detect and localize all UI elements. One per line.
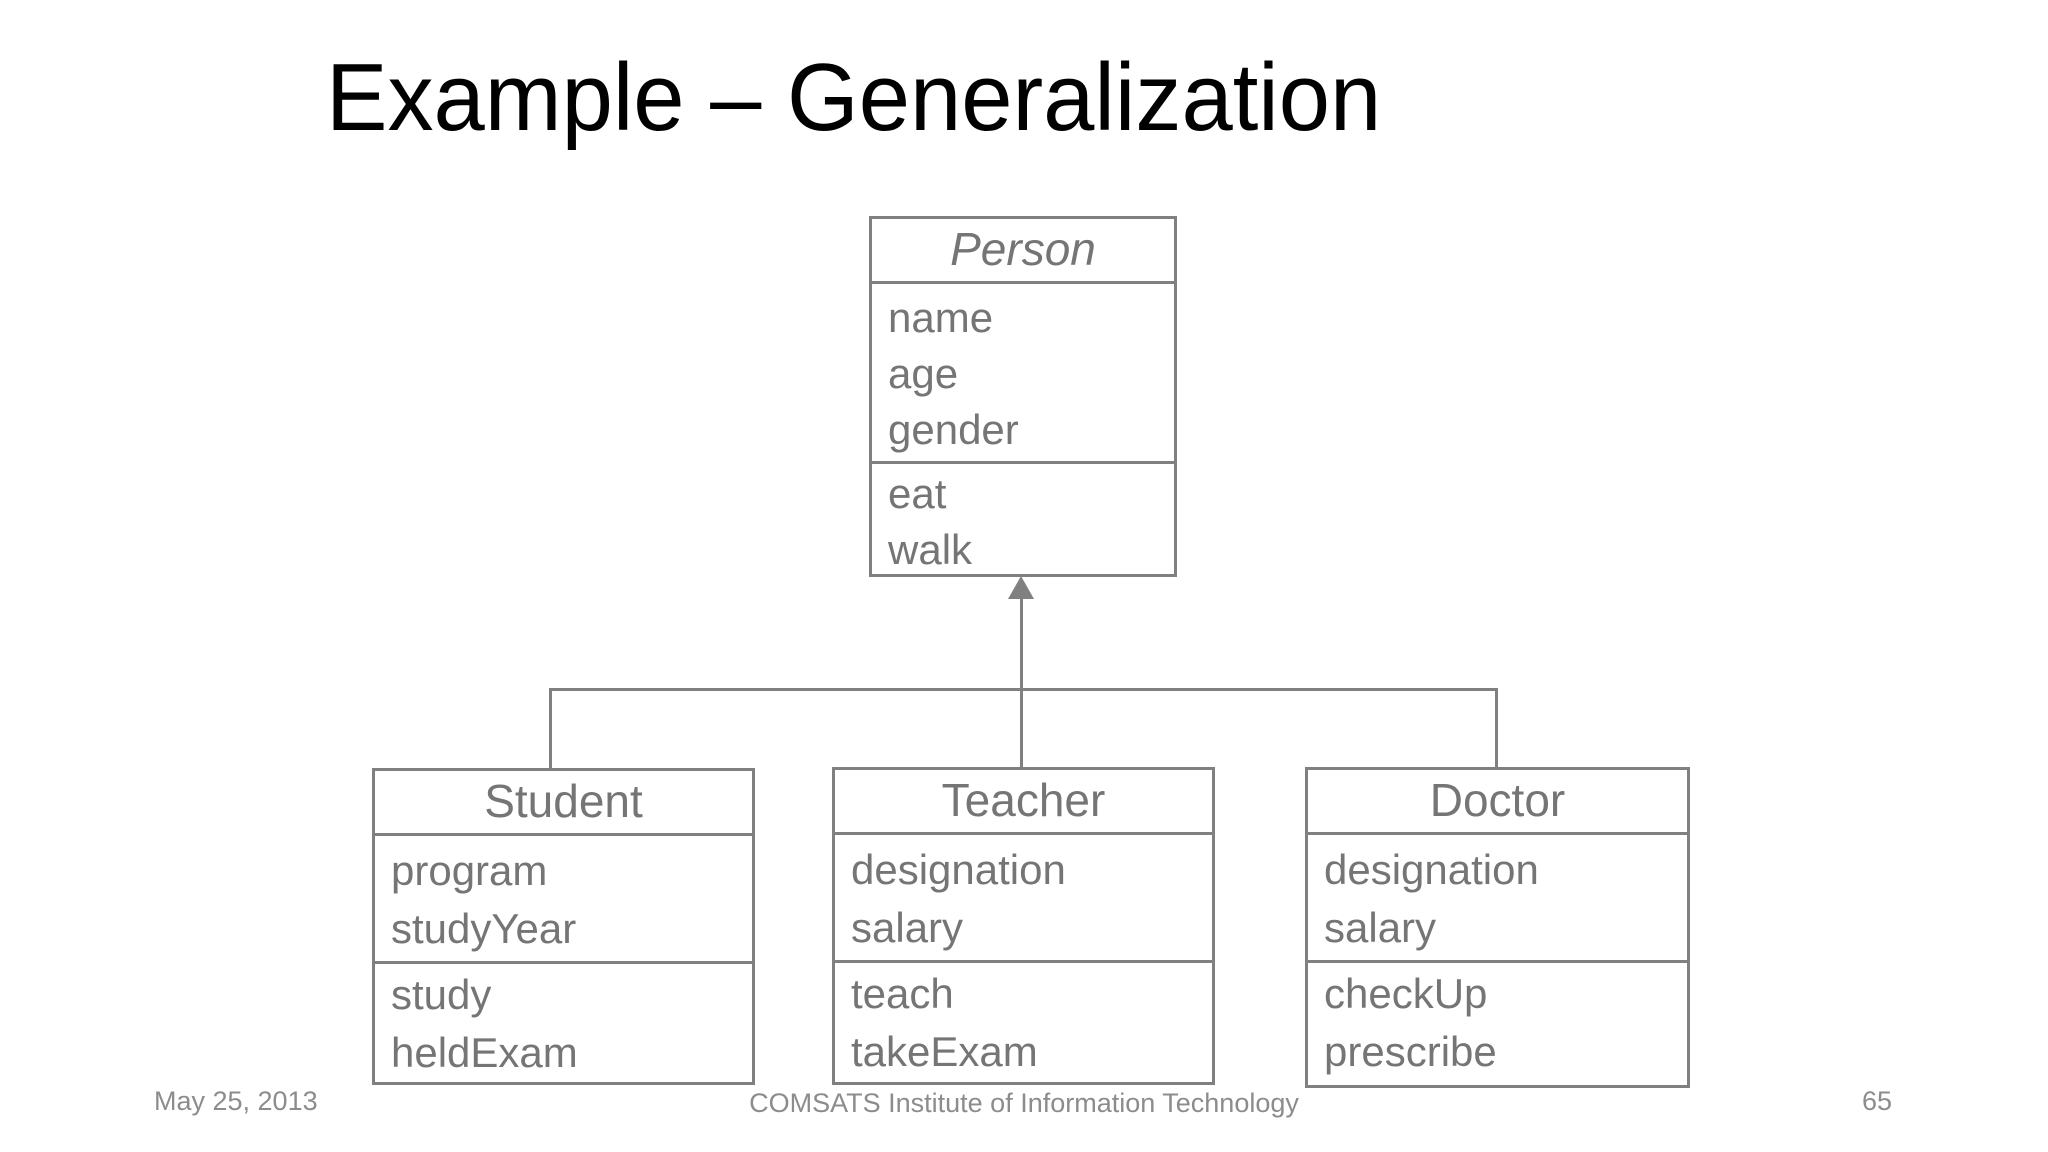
class-student-title: Student bbox=[375, 771, 752, 836]
class-student-attributes: program studyYear bbox=[375, 836, 752, 961]
attribute-line: designation bbox=[1324, 846, 1539, 893]
attribute-line: program bbox=[391, 847, 548, 894]
attribute-line: gender bbox=[888, 406, 1019, 453]
attribute-line: studyYear bbox=[391, 905, 577, 952]
footer-page-number: 65 bbox=[1862, 1086, 1893, 1116]
footer-institution: COMSATS Institute of Information Technol… bbox=[749, 1088, 1299, 1118]
class-person-title: Person bbox=[872, 219, 1174, 284]
class-box-doctor: Doctor designation salary checkUp prescr… bbox=[1305, 767, 1690, 1088]
method-line: walk bbox=[888, 526, 973, 573]
method-line: heldExam bbox=[391, 1029, 578, 1076]
attribute-line: salary bbox=[1324, 904, 1437, 951]
class-person-attributes: name age gender bbox=[872, 284, 1174, 461]
class-teacher-attributes: designation salary bbox=[835, 835, 1212, 960]
class-doctor-attributes: designation salary bbox=[1308, 835, 1687, 960]
attribute-line: name bbox=[888, 294, 994, 341]
footer-date: May 25, 2013 bbox=[154, 1086, 318, 1116]
method-line: checkUp bbox=[1324, 970, 1488, 1017]
method-line: takeExam bbox=[851, 1028, 1038, 1075]
connector-vertical-left bbox=[549, 688, 552, 768]
class-doctor-title: Doctor bbox=[1308, 770, 1687, 835]
class-teacher-methods: teach takeExam bbox=[835, 960, 1212, 1082]
class-box-teacher: Teacher designation salary teach takeExa… bbox=[832, 767, 1215, 1085]
class-box-person: Person name age gender eat walk bbox=[869, 216, 1177, 577]
attribute-line: age bbox=[888, 350, 959, 397]
slide-title: Example – Generalization bbox=[326, 44, 1382, 151]
method-line: prescribe bbox=[1324, 1028, 1497, 1075]
generalization-arrow-icon bbox=[1008, 576, 1034, 599]
class-doctor-methods: checkUp prescribe bbox=[1308, 960, 1687, 1085]
connector-horizontal bbox=[549, 688, 1498, 691]
class-teacher-title: Teacher bbox=[835, 770, 1212, 835]
connector-vertical-right bbox=[1495, 688, 1498, 768]
attribute-line: designation bbox=[851, 846, 1066, 893]
method-line: eat bbox=[888, 470, 947, 517]
attribute-line: salary bbox=[851, 904, 964, 951]
class-person-methods: eat walk bbox=[872, 461, 1174, 578]
method-line: teach bbox=[851, 970, 954, 1017]
class-student-methods: study heldExam bbox=[375, 961, 752, 1082]
method-line: study bbox=[391, 971, 492, 1018]
connector-vertical-middle bbox=[1020, 598, 1023, 768]
class-box-student: Student program studyYear study heldExam bbox=[372, 768, 755, 1085]
